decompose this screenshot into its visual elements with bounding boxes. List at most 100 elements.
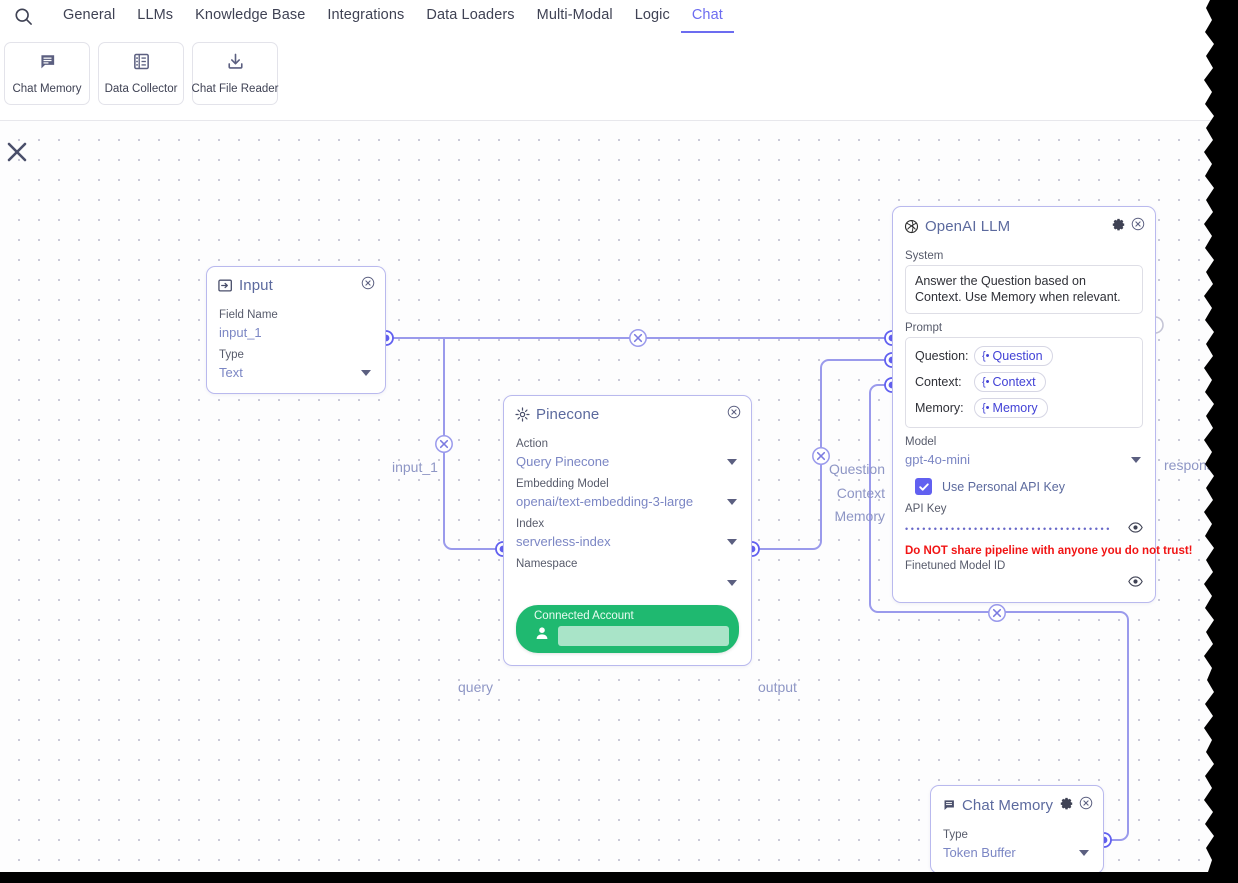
tab-data-loaders[interactable]: Data Loaders: [426, 7, 515, 23]
chevron-down-icon: [727, 458, 737, 465]
node-input-header-buttons: [361, 276, 375, 295]
braces-icon: {•: [982, 350, 990, 362]
field-label-field-name: Field Name: [219, 309, 278, 321]
palette-label: Chat File Reader: [191, 83, 279, 95]
use-personal-api-key-checkbox[interactable]: [915, 478, 932, 495]
person-icon: [534, 625, 550, 646]
prompt-row-memory: Memory: {• Memory: [915, 398, 1133, 418]
select-pinecone-namespace[interactable]: [516, 573, 739, 593]
eye-icon[interactable]: [1128, 575, 1143, 593]
gear-icon[interactable]: [1059, 795, 1074, 815]
prompt-input[interactable]: Question: {• Question Context: {• Contex…: [905, 337, 1143, 428]
tab-multi-modal[interactable]: Multi-Modal: [536, 7, 613, 23]
variable-chip-context[interactable]: {• Context: [974, 372, 1046, 392]
port-label-question: Question: [828, 461, 885, 477]
tab-logic[interactable]: Logic: [634, 7, 670, 23]
close-circle-icon[interactable]: [1131, 217, 1145, 236]
variable-chip-memory[interactable]: {• Memory: [974, 398, 1048, 418]
node-pinecone-body: Action Query Pinecone Embedding Model op…: [504, 428, 751, 665]
close-icon[interactable]: [6, 141, 28, 163]
node-pinecone-header-buttons: [727, 405, 741, 424]
field-label-prompt: Prompt: [905, 322, 943, 334]
gear-icon[interactable]: [1111, 216, 1126, 236]
field-label-index: Index: [516, 518, 545, 530]
tab-llms[interactable]: LLMs: [137, 7, 174, 23]
palette-item-data-collector[interactable]: Data Collector: [98, 42, 184, 105]
close-circle-icon[interactable]: [1079, 796, 1093, 815]
chevron-down-icon: [1079, 849, 1089, 856]
palette-item-chat-memory[interactable]: Chat Memory: [4, 42, 90, 105]
select-pinecone-action[interactable]: Query Pinecone: [516, 453, 739, 470]
node-pinecone[interactable]: Pinecone Action Query Pinecone: [503, 395, 752, 666]
api-key-input[interactable]: •••••••••••••••••••••••••••••••••••••: [905, 525, 1110, 535]
field-label-type: Type: [219, 349, 244, 361]
chevron-down-icon: [727, 498, 737, 505]
variable-chip-question[interactable]: {• Question: [974, 346, 1053, 366]
node-openai-body: System Answer the Question based on Cont…: [893, 240, 1193, 602]
node-pinecone-header: Pinecone: [504, 396, 751, 428]
select-pinecone-index[interactable]: serverless-index: [516, 533, 739, 550]
node-chat-memory-header: Chat Memory: [931, 786, 1103, 819]
tab-integrations[interactable]: Integrations: [327, 7, 405, 23]
chevron-down-icon: [727, 538, 737, 545]
chevron-down-icon: [361, 369, 371, 376]
port-label-output: output: [758, 679, 797, 695]
select-openai-model[interactable]: gpt-4o-mini: [905, 451, 1143, 468]
connected-account-widget[interactable]: Connected Account: [516, 605, 739, 653]
edge-delete-input-question: [629, 329, 647, 347]
select-pinecone-embedding-model[interactable]: openai/text-embedding-3-large: [516, 493, 739, 510]
prompt-key-question: Question:: [915, 349, 969, 363]
select-value-index: serverless-index: [516, 534, 611, 549]
select-chat-memory-type[interactable]: Token Buffer: [943, 844, 1091, 861]
node-palette: Chat Memory Data Collector: [0, 33, 1222, 105]
use-personal-api-key-row[interactable]: Use Personal API Key: [915, 478, 1143, 495]
table-list-icon: [132, 52, 151, 76]
system-prompt-input[interactable]: Answer the Question based on Context. Us…: [905, 265, 1143, 314]
field-label-type: Type: [943, 829, 968, 841]
prompt-row-question: Question: {• Question: [915, 346, 1133, 366]
prompt-key-memory: Memory:: [915, 401, 964, 415]
node-chat-memory-body: Type Token Buffer: [931, 819, 1103, 872]
port-label-context: Context: [836, 485, 885, 501]
palette-item-chat-file-reader[interactable]: Chat File Reader: [192, 42, 278, 105]
node-chat-memory[interactable]: Chat Memory: [930, 785, 1104, 872]
port-label-memory: Memory: [834, 508, 885, 524]
field-label-embedding-model: Embedding Model: [516, 478, 609, 490]
node-openai-title: OpenAI LLM: [925, 217, 1011, 235]
select-input-type[interactable]: Text: [219, 364, 373, 381]
edge-input-to-query: [386, 337, 503, 550]
node-input-body: Field Name input_1 Type Text: [207, 299, 385, 393]
node-chat-memory-title: Chat Memory: [962, 796, 1054, 814]
input-arrow-icon: [218, 278, 233, 293]
close-circle-icon[interactable]: [727, 405, 741, 424]
eye-icon[interactable]: [1128, 521, 1143, 539]
select-value-action: Query Pinecone: [516, 454, 610, 469]
chevron-down-icon: [727, 580, 737, 586]
search-icon[interactable]: [8, 2, 38, 32]
node-openai-llm[interactable]: OpenAI LLM: [892, 206, 1193, 603]
chat-bubble-icon: [38, 52, 57, 76]
connected-account-row: [534, 625, 729, 646]
connected-account-label: Connected Account: [534, 610, 634, 622]
field-value-field-name[interactable]: input_1: [219, 325, 262, 340]
braces-icon: {•: [982, 376, 990, 388]
port-label-input-1: input_1: [392, 459, 438, 475]
variable-chip-label: Memory: [992, 401, 1038, 415]
select-value-model: gpt-4o-mini: [905, 452, 971, 467]
tab-chat[interactable]: Chat: [680, 0, 734, 33]
tab-knowledge-base[interactable]: Knowledge Base: [195, 7, 306, 23]
node-pinecone-title: Pinecone: [536, 406, 600, 423]
node-input[interactable]: Input Field Name input_1 Type Te: [206, 266, 386, 394]
edge-delete-input-query: [435, 435, 453, 453]
connected-account-value[interactable]: [558, 625, 729, 646]
field-label-namespace: Namespace: [516, 558, 578, 570]
variable-chip-label: Question: [992, 349, 1043, 363]
pinecone-icon: [515, 407, 530, 422]
tab-bar: General LLMs Knowledge Base Integrations…: [0, 0, 1222, 33]
close-circle-icon[interactable]: [361, 276, 375, 295]
api-key-warning: Do NOT share pipeline with anyone you do…: [905, 545, 1193, 557]
pipeline-canvas[interactable]: input_1 query output Question Context Me…: [0, 121, 1232, 872]
tab-general[interactable]: General: [63, 7, 116, 23]
